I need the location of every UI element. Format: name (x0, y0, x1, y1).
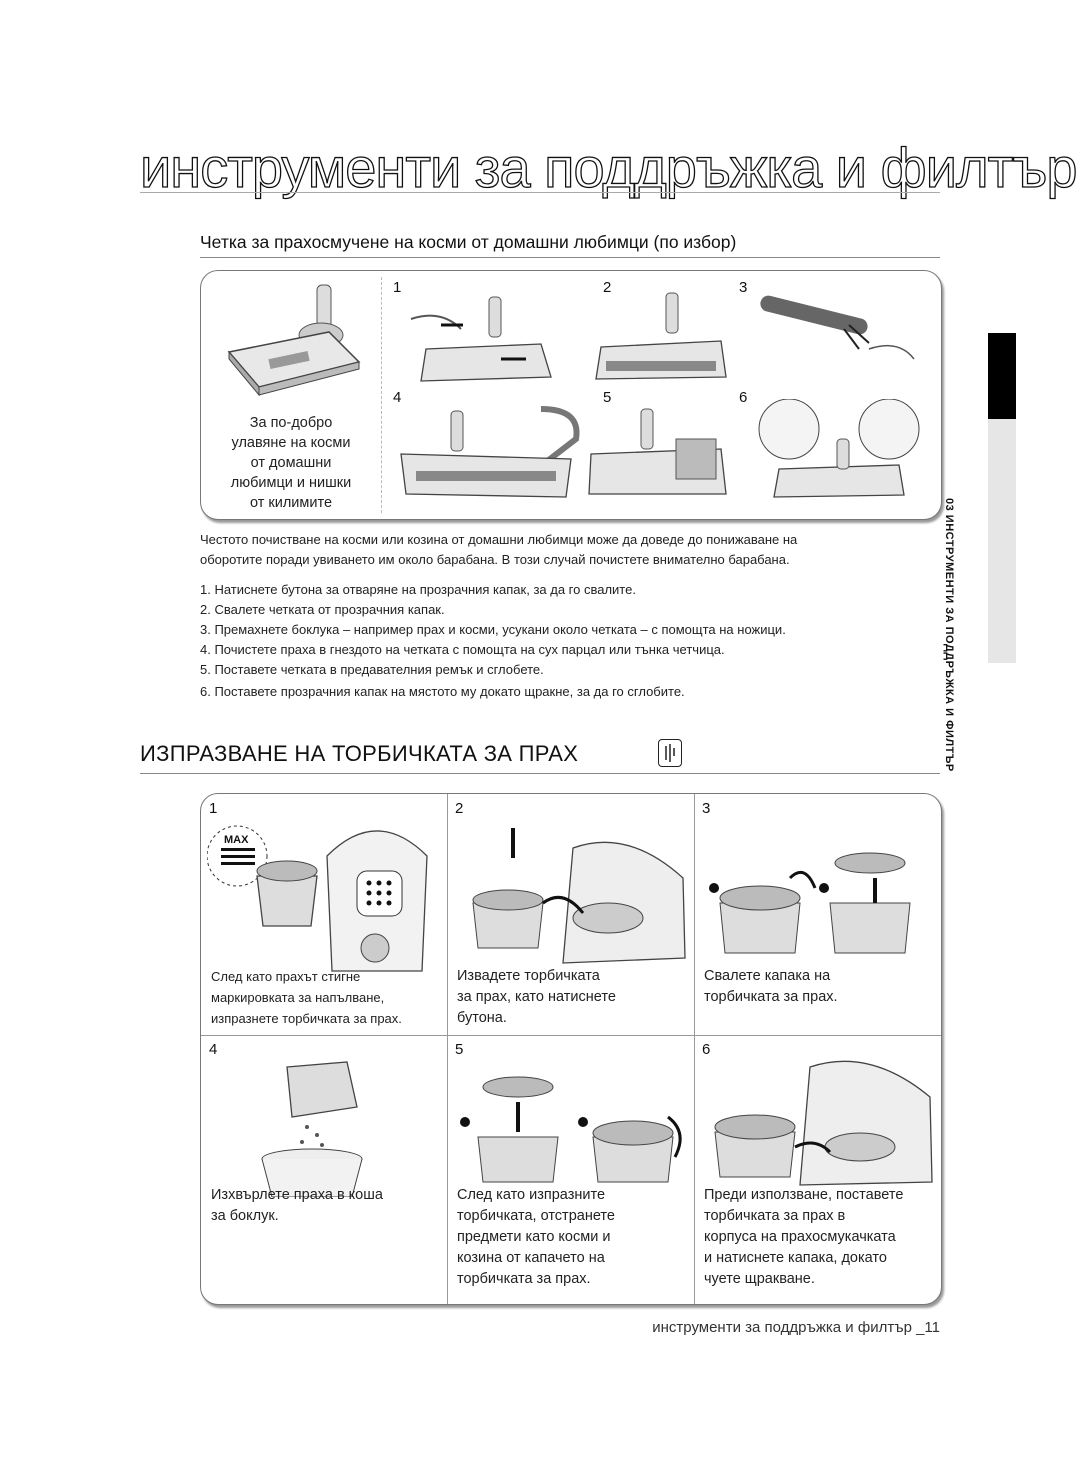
step-cell: 3 Свалете капака на торбичката за прах. (694, 794, 941, 1035)
section2-title: ИЗПРАЗВАНЕ НА ТОРБИЧКАТА ЗА ПРАХ (140, 741, 579, 766)
step1-open-cover-illustration (410, 296, 552, 382)
step-caption: Свалете капака на торбичката за прах. (704, 966, 838, 1008)
caption-line: торбичката, отстранете (457, 1208, 615, 1224)
step6-attach-cover-illustration (758, 399, 920, 498)
caption-line: След като изпразните (457, 1187, 606, 1203)
step-text: 2. Свалете четката от прозрачния капак. (200, 602, 445, 617)
insert-bin-illustration (714, 1060, 933, 1186)
caption-line: торбичката за прах в (704, 1208, 846, 1224)
caption-line: Свалете капака на (704, 968, 831, 984)
step4-clean-slot-illustration (400, 406, 580, 498)
caption-line: любимци и нишки (230, 475, 352, 491)
max-label: MAX (224, 834, 249, 846)
step-cell: 2 Извадете торбичката за прах, като нати… (447, 794, 694, 1035)
caption-line: за прах, като натиснете (457, 989, 616, 1005)
caption-line: от домашни (250, 455, 332, 471)
caption-line: корпуса на прахосмукачката (704, 1229, 896, 1245)
empty-into-trash-illustration (261, 1061, 363, 1197)
caption-line: След като прахът стигне (211, 969, 361, 984)
step-number: 4 (393, 389, 402, 406)
max-mark-illustration: MAX (207, 825, 428, 972)
title-divider (140, 192, 940, 193)
caption-line: чуете щракване. (704, 1271, 815, 1287)
grid-line (201, 1035, 941, 1036)
step-text: 6. Поставете прозрачния капак на мястото… (200, 684, 685, 699)
step-text: 5. Поставете четката в предавателния рем… (200, 662, 544, 677)
caption-line: изпразнете торбичката за прах. (211, 1011, 402, 1026)
caption-line: За по-добро (249, 415, 333, 431)
caption-line: от килимите (249, 495, 333, 511)
caption-line: торбичката за прах. (457, 1271, 591, 1287)
step-cell: 4 Изхвърлете праха в коша за боклук. (201, 1035, 447, 1304)
pet-brush-overview-illustration (227, 284, 361, 397)
step-cell: 6 Преди използване, поставете торбичката… (694, 1035, 941, 1304)
step2-remove-brush-illustration (595, 292, 727, 380)
section1-title: Четка за прахосмучене на косми от домашн… (200, 232, 737, 252)
section2-divider (140, 773, 940, 774)
step-number: 2 (455, 800, 464, 817)
step-cell: 5 След като изпразните торбичката, отстр… (447, 1035, 694, 1304)
caption-line: Извадете торбичката (457, 968, 600, 984)
caption-line: маркировката за напълване, (211, 990, 385, 1005)
page-title: инструменти за поддръжка и филтър (139, 136, 1078, 199)
intro-line: оборотите поради увиването им около бара… (200, 552, 790, 567)
intro-line: Честото почистване на косми или козина о… (200, 532, 798, 547)
step-number: 4 (209, 1041, 218, 1058)
side-tab-marker (988, 333, 1016, 419)
step-number: 3 (702, 800, 711, 817)
caption-line: Изхвърлете праха в коша (211, 1187, 383, 1203)
step-text: 4. Почистете праха в гнездото на четката… (200, 642, 725, 657)
step-number: 1 (393, 279, 402, 296)
step5-insert-brush-illustration (588, 408, 727, 495)
step-number: 1 (209, 800, 218, 817)
step-text: 1. Натиснете бутона за отваряне на прозр… (200, 582, 636, 597)
step-number: 5 (455, 1041, 464, 1058)
grid-line (694, 794, 695, 1304)
step-caption: Изхвърлете праха в коша за боклук. (211, 1185, 383, 1227)
caption-line: козина от капачето на (457, 1250, 605, 1266)
section1-divider (200, 257, 940, 258)
step-text: 3. Премахнете боклука – например прах и … (200, 622, 786, 637)
step-caption: След като изпразните торбичката, отстран… (457, 1185, 615, 1290)
step-number: 3 (739, 279, 748, 296)
dustbin-icon (658, 739, 682, 767)
remove-bin-lid-illustration (709, 852, 911, 954)
step-number: 5 (603, 389, 612, 406)
grid-line (447, 794, 448, 1304)
caption-line: и натиснете капака, докато (704, 1250, 887, 1266)
caption-line: предмети като косми и (457, 1229, 611, 1245)
step-caption: След като прахът стигне маркировката за … (211, 966, 402, 1029)
step-number: 6 (739, 389, 748, 406)
remove-dust-bin-illustration (472, 828, 686, 964)
side-tab-label: 03 ИНСТРУМЕНТИ ЗА ПОДДРЪЖКА И ФИЛТЪР (943, 498, 955, 772)
pet-brush-caption: За по-добро улавяне на косми от домашни … (206, 413, 376, 513)
caption-line: торбичката за прах. (704, 989, 838, 1005)
caption-line: улавяне на косми (231, 435, 351, 451)
step-number: 2 (603, 279, 612, 296)
step3-cut-hair-illustration (760, 295, 915, 360)
pet-brush-illustration-panel: За по-добро улавяне на косми от домашни … (200, 270, 942, 520)
reattach-lid-illustration (460, 1076, 682, 1183)
caption-line: бутона. (457, 1010, 507, 1026)
panel-separator (381, 277, 382, 513)
step-caption: Извадете торбичката за прах, като натисн… (457, 966, 616, 1029)
step-cell: 1 MAX След като прахът стигне маркировка… (201, 794, 447, 1035)
caption-line: за боклук. (211, 1208, 279, 1224)
side-tab-label-wrap: 03 ИНСТРУМЕНТИ ЗА ПОДДРЪЖКА И ФИЛТЪР (943, 498, 955, 828)
step-caption: Преди използване, поставете торбичката з… (704, 1185, 903, 1290)
caption-line: Преди използване, поставете (704, 1187, 904, 1203)
step-number: 6 (702, 1041, 711, 1058)
dust-bin-steps-panel: 1 MAX След като прахът стигне маркировка… (200, 793, 942, 1305)
page-footer: инструменти за поддръжка и филтър _11 (652, 1319, 940, 1336)
